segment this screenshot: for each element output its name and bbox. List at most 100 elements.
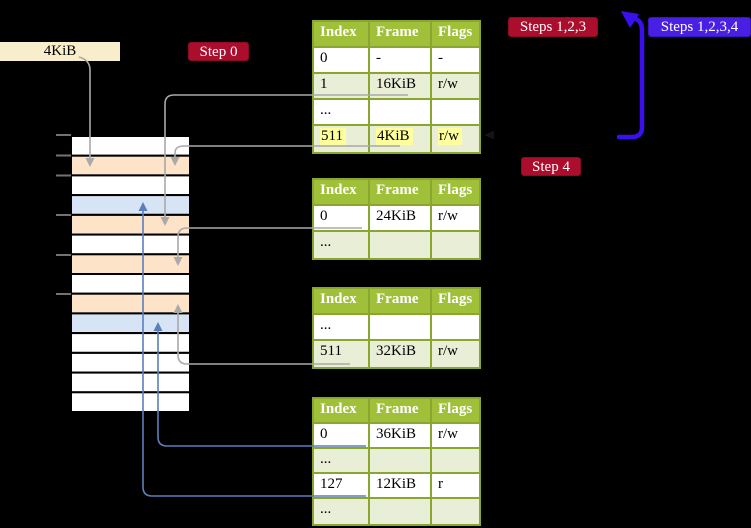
table-row: ... bbox=[314, 499, 479, 524]
row511-pointer-arrow bbox=[484, 130, 616, 140]
address-ticks bbox=[56, 134, 71, 295]
table-cell: r/w bbox=[438, 343, 458, 359]
memory-cell-6 bbox=[70, 253, 191, 276]
table-row: 511 32KiB r/w bbox=[314, 341, 479, 367]
memory-column bbox=[70, 135, 191, 414]
header-cell: Flags bbox=[438, 24, 473, 40]
memory-cell-5 bbox=[70, 233, 191, 256]
memory-cell-10 bbox=[70, 332, 191, 354]
steps-1234-badge: Steps 1,2,3,4 bbox=[648, 17, 751, 37]
header-cell: Flags bbox=[438, 291, 473, 307]
page-table-3: Index Frame Flags ... 511 32KiB r/w bbox=[312, 287, 481, 369]
table-cell bbox=[370, 499, 432, 524]
arrow-down-icon bbox=[160, 217, 170, 226]
blue-arrowheads bbox=[138, 202, 163, 331]
arrow-down-icon bbox=[85, 158, 95, 167]
table-cell: 1 bbox=[314, 74, 370, 98]
table-header-row: Index Frame Flags bbox=[314, 289, 479, 315]
table-cell: - bbox=[438, 50, 443, 66]
table-cell: 511 bbox=[314, 341, 370, 367]
highlighted-value: 4KiB bbox=[376, 128, 413, 145]
table-header-row: Index Frame Flags bbox=[314, 22, 479, 48]
table-cell: ... bbox=[314, 232, 370, 258]
step-0-badge: Step 0 bbox=[188, 42, 249, 61]
header-cell: Index bbox=[314, 180, 370, 204]
header-cell: Flags bbox=[438, 401, 473, 417]
connector-frame-label-to-cell1 bbox=[78, 56, 91, 158]
arrow-down-icon bbox=[170, 157, 180, 166]
header-cell: Frame bbox=[370, 399, 432, 422]
table-row: ... bbox=[314, 100, 479, 126]
arrow-left-icon bbox=[484, 130, 494, 140]
table-cell bbox=[370, 315, 432, 339]
arrow-up-left-icon bbox=[621, 11, 639, 28]
steps-123-badge: Steps 1,2,3 bbox=[508, 17, 598, 37]
arrow-up-icon bbox=[138, 202, 148, 211]
table-cell: ... bbox=[314, 100, 370, 124]
table-cell bbox=[432, 232, 479, 258]
table-row: 1 16KiB r/w bbox=[314, 74, 479, 100]
memory-cell-9 bbox=[70, 312, 191, 335]
memory-cell-1 bbox=[70, 154, 191, 177]
table-cell: 511 bbox=[314, 126, 370, 152]
table-cell: r/w bbox=[438, 208, 458, 224]
table-cell: - bbox=[370, 48, 432, 72]
table-cell: 12KiB bbox=[370, 474, 432, 497]
memory-cell-12 bbox=[70, 371, 191, 394]
table-cell: r/w bbox=[432, 126, 479, 152]
table-row: 0 24KiB r/w bbox=[314, 206, 479, 232]
arrow-up-icon bbox=[173, 304, 183, 313]
gray-arrowheads bbox=[85, 157, 183, 313]
page-table-2: Index Frame Flags 0 24KiB r/w ... bbox=[312, 178, 481, 260]
table-row: ... bbox=[314, 449, 479, 474]
table-row: 0 36KiB r/w bbox=[314, 424, 479, 449]
table-cell: 16KiB bbox=[370, 74, 432, 98]
memory-cell-7 bbox=[70, 273, 191, 295]
table-header-row: Index Frame Flags bbox=[314, 399, 479, 424]
table-row: 127 12KiB r bbox=[314, 474, 479, 499]
memory-cell-8 bbox=[70, 292, 191, 315]
table-cell: ... bbox=[314, 315, 370, 339]
highlighted-value: r/w bbox=[438, 128, 462, 145]
page-table-1: Index Frame Flags 0 - - 1 16KiB r/w ... … bbox=[312, 20, 481, 154]
memory-cell-4 bbox=[70, 213, 191, 236]
page-table-4: Index Frame Flags 0 36KiB r/w ... 127 12… bbox=[312, 397, 481, 526]
header-cell: Index bbox=[314, 289, 370, 313]
table-cell: ... bbox=[314, 449, 370, 472]
table-cell: 127 bbox=[314, 474, 370, 497]
memory-cell-13 bbox=[70, 391, 191, 414]
table-cell: 24KiB bbox=[370, 206, 432, 230]
table-cell bbox=[370, 449, 432, 472]
header-cell: Frame bbox=[370, 289, 432, 313]
table-cell bbox=[432, 315, 479, 339]
table-cell: 36KiB bbox=[370, 424, 432, 447]
table-cell: 4KiB bbox=[370, 126, 432, 152]
memory-cell-11 bbox=[70, 351, 191, 374]
table-cell bbox=[370, 232, 432, 258]
table-cell: 0 bbox=[314, 48, 370, 72]
header-cell: Frame bbox=[370, 22, 432, 46]
table-cell bbox=[432, 449, 479, 472]
table-cell: 0 bbox=[314, 424, 370, 447]
table-row-highlighted: 511 4KiB r/w bbox=[314, 126, 479, 152]
table-cell: 32KiB bbox=[370, 341, 432, 367]
step-4-badge: Step 4 bbox=[521, 157, 581, 176]
table-cell bbox=[370, 100, 432, 124]
table-cell: r bbox=[438, 476, 443, 492]
highlighted-value: 511 bbox=[320, 128, 346, 145]
table-cell bbox=[432, 100, 479, 124]
loop-arrow bbox=[616, 11, 645, 140]
table-cell: ... bbox=[314, 499, 370, 524]
header-cell: Index bbox=[314, 399, 370, 422]
arrow-down-icon bbox=[173, 257, 183, 266]
table-cell: r/w bbox=[438, 426, 458, 442]
memory-cell-0 bbox=[70, 135, 191, 157]
table-cell: r/w bbox=[438, 76, 458, 92]
table-row: ... bbox=[314, 232, 479, 258]
header-cell: Frame bbox=[370, 180, 432, 204]
header-cell: Flags bbox=[438, 182, 473, 198]
table-row: ... bbox=[314, 315, 479, 341]
loop-arrow-path bbox=[616, 15, 645, 140]
header-cell: Index bbox=[314, 22, 370, 46]
